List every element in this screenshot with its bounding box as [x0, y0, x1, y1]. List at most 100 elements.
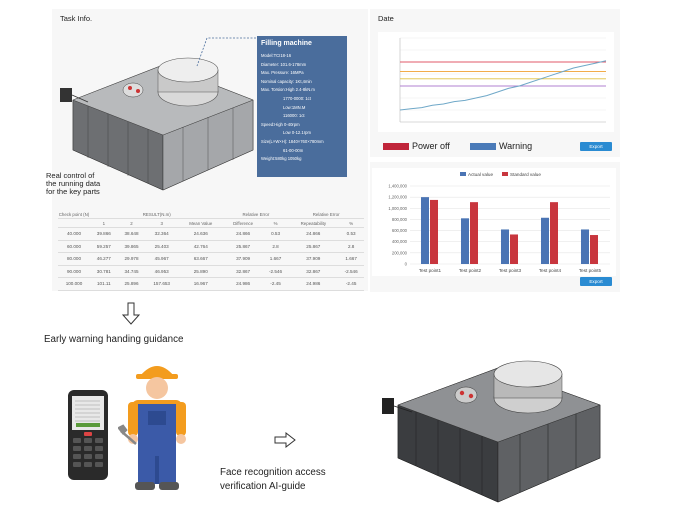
table-cell: 32.867 — [223, 265, 263, 278]
right-arrow-icon — [274, 432, 296, 448]
x-tick-label: Test point1 — [419, 268, 442, 273]
table-cell: 38.648 — [117, 227, 146, 241]
table-cell: 90.000 — [58, 265, 90, 278]
machine-illustration-top — [60, 57, 254, 191]
table-cell: 63.667 — [178, 252, 224, 266]
bar — [470, 202, 478, 264]
worker-icon — [118, 366, 186, 490]
machine-illustration-bottom — [382, 360, 601, 503]
export-button-bottom[interactable]: Export — [580, 277, 612, 286]
callout-line: Real control of — [46, 171, 95, 180]
results-table: Check point (N) RESULT(N.m) Relative Err… — [58, 210, 364, 291]
table-cell: 25.896 — [117, 277, 146, 291]
table-cell: 80.000 — [58, 252, 90, 266]
spec-line: Low:1MN.M — [283, 104, 306, 110]
subheader-cell: 1 — [90, 218, 118, 228]
table-subheader-row: 1 2 3 Mean Value Difference % Repeatabil… — [58, 218, 364, 228]
bar-chart: 1,400,0001,200,0001,000,000800,000600,00… — [372, 168, 616, 276]
x-tick-label: Test point4 — [539, 268, 562, 273]
y-tick-label: 800,000 — [392, 217, 408, 222]
bar — [501, 229, 509, 264]
y-tick-label: 1,400,000 — [388, 184, 407, 189]
spec-line: Max. Pressure: 16MPa — [261, 70, 304, 76]
bar — [550, 202, 558, 264]
legend-swatch — [460, 172, 466, 176]
table-cell: 24.866 — [288, 227, 339, 241]
export-button-top[interactable]: Export — [580, 142, 612, 151]
spec-line: Size(L×W×H): 1840×760×780mm — [261, 138, 324, 144]
bar — [510, 234, 518, 264]
y-tick-label: 1,200,000 — [388, 195, 407, 200]
face-recognition-caption: Face recognition access verification AI-… — [220, 466, 326, 494]
table-cell: 46.277 — [90, 252, 118, 266]
table-cell: 25.890 — [178, 265, 224, 278]
table-cell: 24.636 — [178, 227, 224, 241]
callout-connector — [196, 37, 263, 67]
y-tick-label: 0 — [405, 262, 408, 267]
subheader-cell: % — [338, 218, 364, 228]
table-cell: 39.865 — [117, 240, 146, 253]
table-cell: 39.866 — [90, 227, 118, 241]
spec-line: 61-00-00m — [283, 147, 304, 153]
spec-line: Speed:High 0-40rpm — [261, 121, 300, 127]
bar-chart-background — [372, 168, 616, 276]
legend-swatch-power-off — [383, 143, 409, 150]
table-cell: 59.257 — [90, 240, 118, 253]
table-header-row: Check point (N) RESULT(N.m) Relative Err… — [58, 210, 364, 219]
table-cell: 32.867 — [288, 265, 339, 278]
bar — [421, 197, 429, 264]
table-cell: 25.403 — [145, 240, 179, 253]
table-cell: 60.000 — [58, 240, 90, 253]
callout-text: Real control of the running data for the… — [46, 172, 100, 196]
table-cell: 1.667 — [262, 252, 289, 266]
header-cell: Check point (N) — [58, 210, 90, 219]
legend-label: Standard value — [510, 172, 541, 177]
spec-line: Model:TCI18-16 — [261, 53, 292, 58]
filling-machine-spec-box: Filling machine Model:TCI18-16 Diameter:… — [257, 36, 347, 177]
subheader-cell: Difference — [223, 218, 263, 228]
spec-line: Max. Torsion:High 2.4-8kN.m — [261, 87, 315, 93]
table-cell: 46.953 — [145, 265, 179, 278]
callout-line: for the key parts — [46, 187, 100, 196]
table-cell: 37.909 — [288, 252, 339, 266]
legend-label-warning: Warning — [499, 141, 533, 151]
table-cell: 16.967 — [178, 277, 224, 291]
spec-line: Weight:580kg 1050kg — [261, 156, 302, 162]
subheader-cell: % — [262, 218, 289, 228]
subheader-cell: Mean Value — [178, 218, 224, 228]
bar — [461, 218, 469, 264]
table-cell: 157.653 — [145, 277, 179, 291]
spec-line: 116000: 1ct — [283, 113, 305, 119]
table-cell: 2.8 — [338, 240, 364, 253]
table-cell: 32.364 — [145, 227, 179, 241]
table-cell: 100.000 — [58, 277, 90, 291]
spec-line: Diameter: 101.6-178mm — [261, 61, 307, 67]
table-cell: 25.867 — [288, 240, 339, 253]
table-cell: 34.745 — [117, 265, 146, 278]
table-cell: -2.45 — [338, 277, 364, 291]
legend-label: Actual value — [468, 172, 493, 177]
callout-line: the running data — [46, 179, 101, 188]
x-tick-label: Test point5 — [579, 268, 602, 273]
table-cell: 25.867 — [223, 240, 263, 253]
table-cell: 24.866 — [223, 227, 263, 241]
header-cell: Relative Error — [288, 210, 364, 219]
table-cell: 45.967 — [145, 252, 179, 266]
subheader-cell: 3 — [145, 218, 179, 228]
table-cell: -2.546 — [338, 265, 364, 278]
table-cell: 0.53 — [338, 227, 364, 241]
header-cell: Relative Error — [223, 210, 289, 219]
subheader-cell: 2 — [117, 218, 146, 228]
table-cell: 24.986 — [288, 277, 339, 291]
bar — [581, 229, 589, 264]
table-cell: 0.53 — [262, 227, 289, 241]
table-cell: 24.986 — [223, 277, 263, 291]
y-tick-label: 400,000 — [392, 239, 408, 244]
table-cell: -2.546 — [262, 265, 289, 278]
table-cell: 29.978 — [117, 252, 146, 266]
spec-line: Nominal capacity: 1Kt,4min — [261, 78, 312, 84]
